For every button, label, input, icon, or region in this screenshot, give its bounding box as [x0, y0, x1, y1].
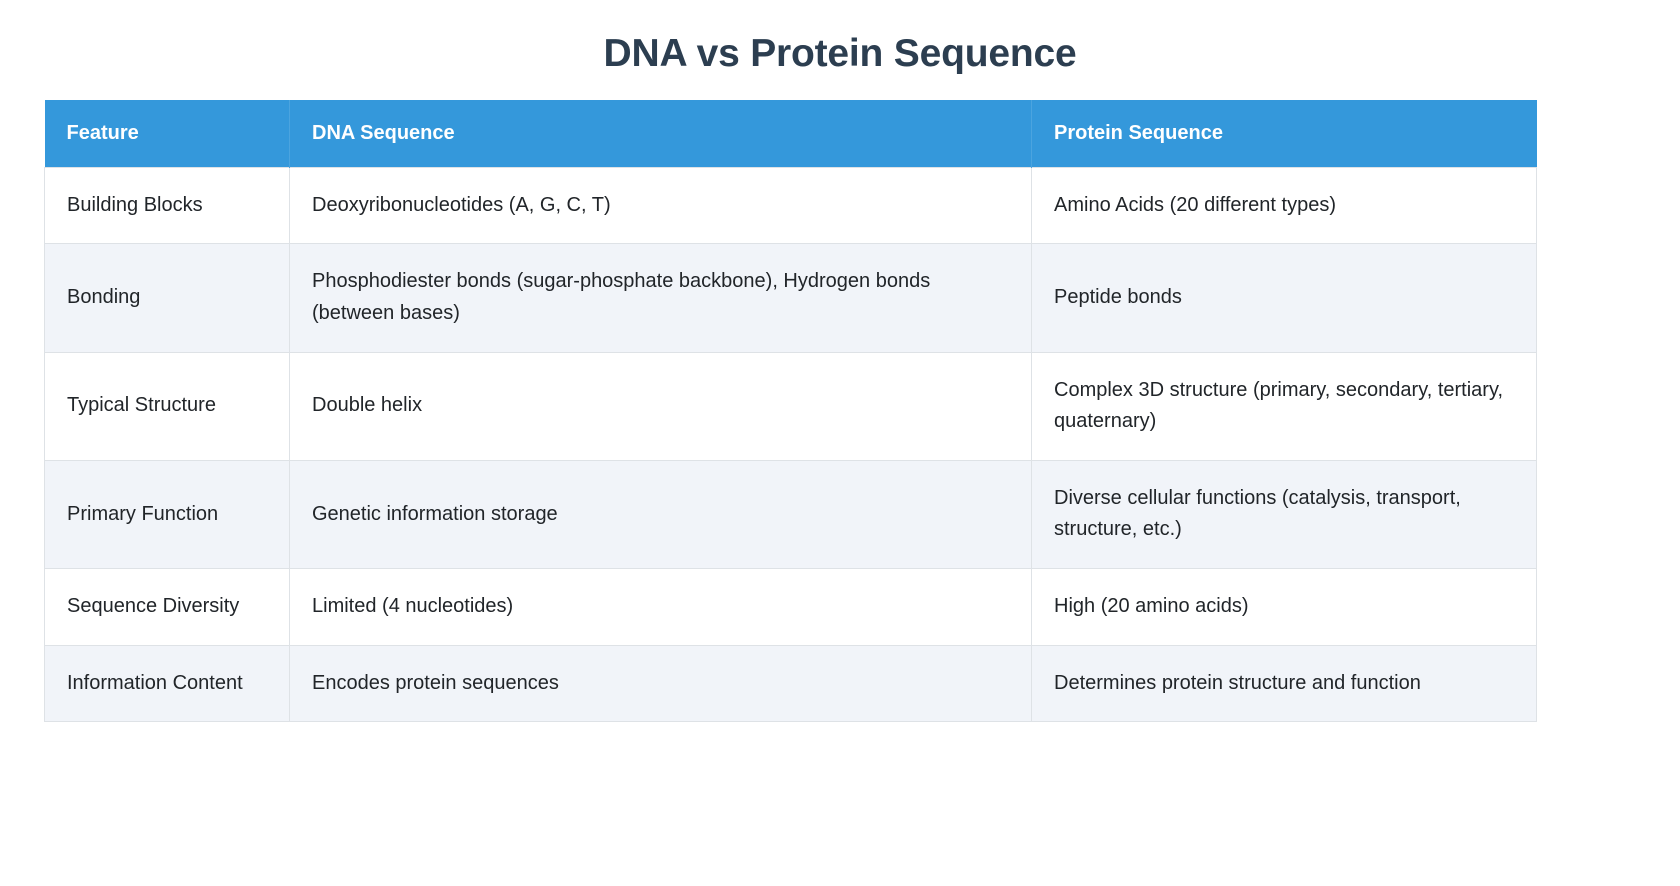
cell-dna: Limited (4 nucleotides) — [289, 567, 1032, 646]
cell-protein: Peptide bonds — [1031, 243, 1537, 353]
table-row: Primary Function Genetic information sto… — [44, 459, 1537, 569]
cell-dna: Deoxyribonucleotides (A, G, C, T) — [289, 166, 1032, 245]
cell-feature: Building Blocks — [44, 166, 290, 245]
cell-feature: Information Content — [44, 644, 290, 723]
cell-protein: Diverse cellular functions (catalysis, t… — [1031, 459, 1537, 569]
dna-vs-protein-comparison-table: Feature DNA Sequence Protein Sequence Bu… — [44, 99, 1537, 723]
table-header-row: Feature DNA Sequence Protein Sequence — [44, 99, 1537, 168]
column-header-feature: Feature — [44, 99, 290, 168]
table-row: Typical Structure Double helix Complex 3… — [44, 351, 1537, 461]
cell-protein: Complex 3D structure (primary, secondary… — [1031, 351, 1537, 461]
cell-feature: Bonding — [44, 243, 290, 353]
cell-protein: Amino Acids (20 different types) — [1031, 166, 1537, 245]
cell-dna: Encodes protein sequences — [289, 644, 1032, 723]
table-body: Building Blocks Deoxyribonucleotides (A,… — [44, 166, 1537, 723]
table-row: Information Content Encodes protein sequ… — [44, 644, 1537, 723]
cell-dna: Double helix — [289, 351, 1032, 461]
cell-dna: Genetic information storage — [289, 459, 1032, 569]
table-row: Sequence Diversity Limited (4 nucleotide… — [44, 567, 1537, 646]
table-header: Feature DNA Sequence Protein Sequence — [44, 99, 1537, 168]
cell-feature: Sequence Diversity — [44, 567, 290, 646]
table-row: Bonding Phosphodiester bonds (sugar-phos… — [44, 243, 1537, 353]
column-header-dna-sequence: DNA Sequence — [289, 99, 1032, 168]
cell-protein: Determines protein structure and functio… — [1031, 644, 1537, 723]
cell-feature: Primary Function — [44, 459, 290, 569]
cell-protein: High (20 amino acids) — [1031, 567, 1537, 646]
comparison-table-container: Feature DNA Sequence Protein Sequence Bu… — [44, 99, 1537, 723]
cell-feature: Typical Structure — [44, 351, 290, 461]
cell-dna: Phosphodiester bonds (sugar-phosphate ba… — [289, 243, 1032, 353]
column-header-protein-sequence: Protein Sequence — [1031, 99, 1537, 168]
table-row: Building Blocks Deoxyribonucleotides (A,… — [44, 166, 1537, 245]
page-title: DNA vs Protein Sequence — [603, 32, 1077, 75]
